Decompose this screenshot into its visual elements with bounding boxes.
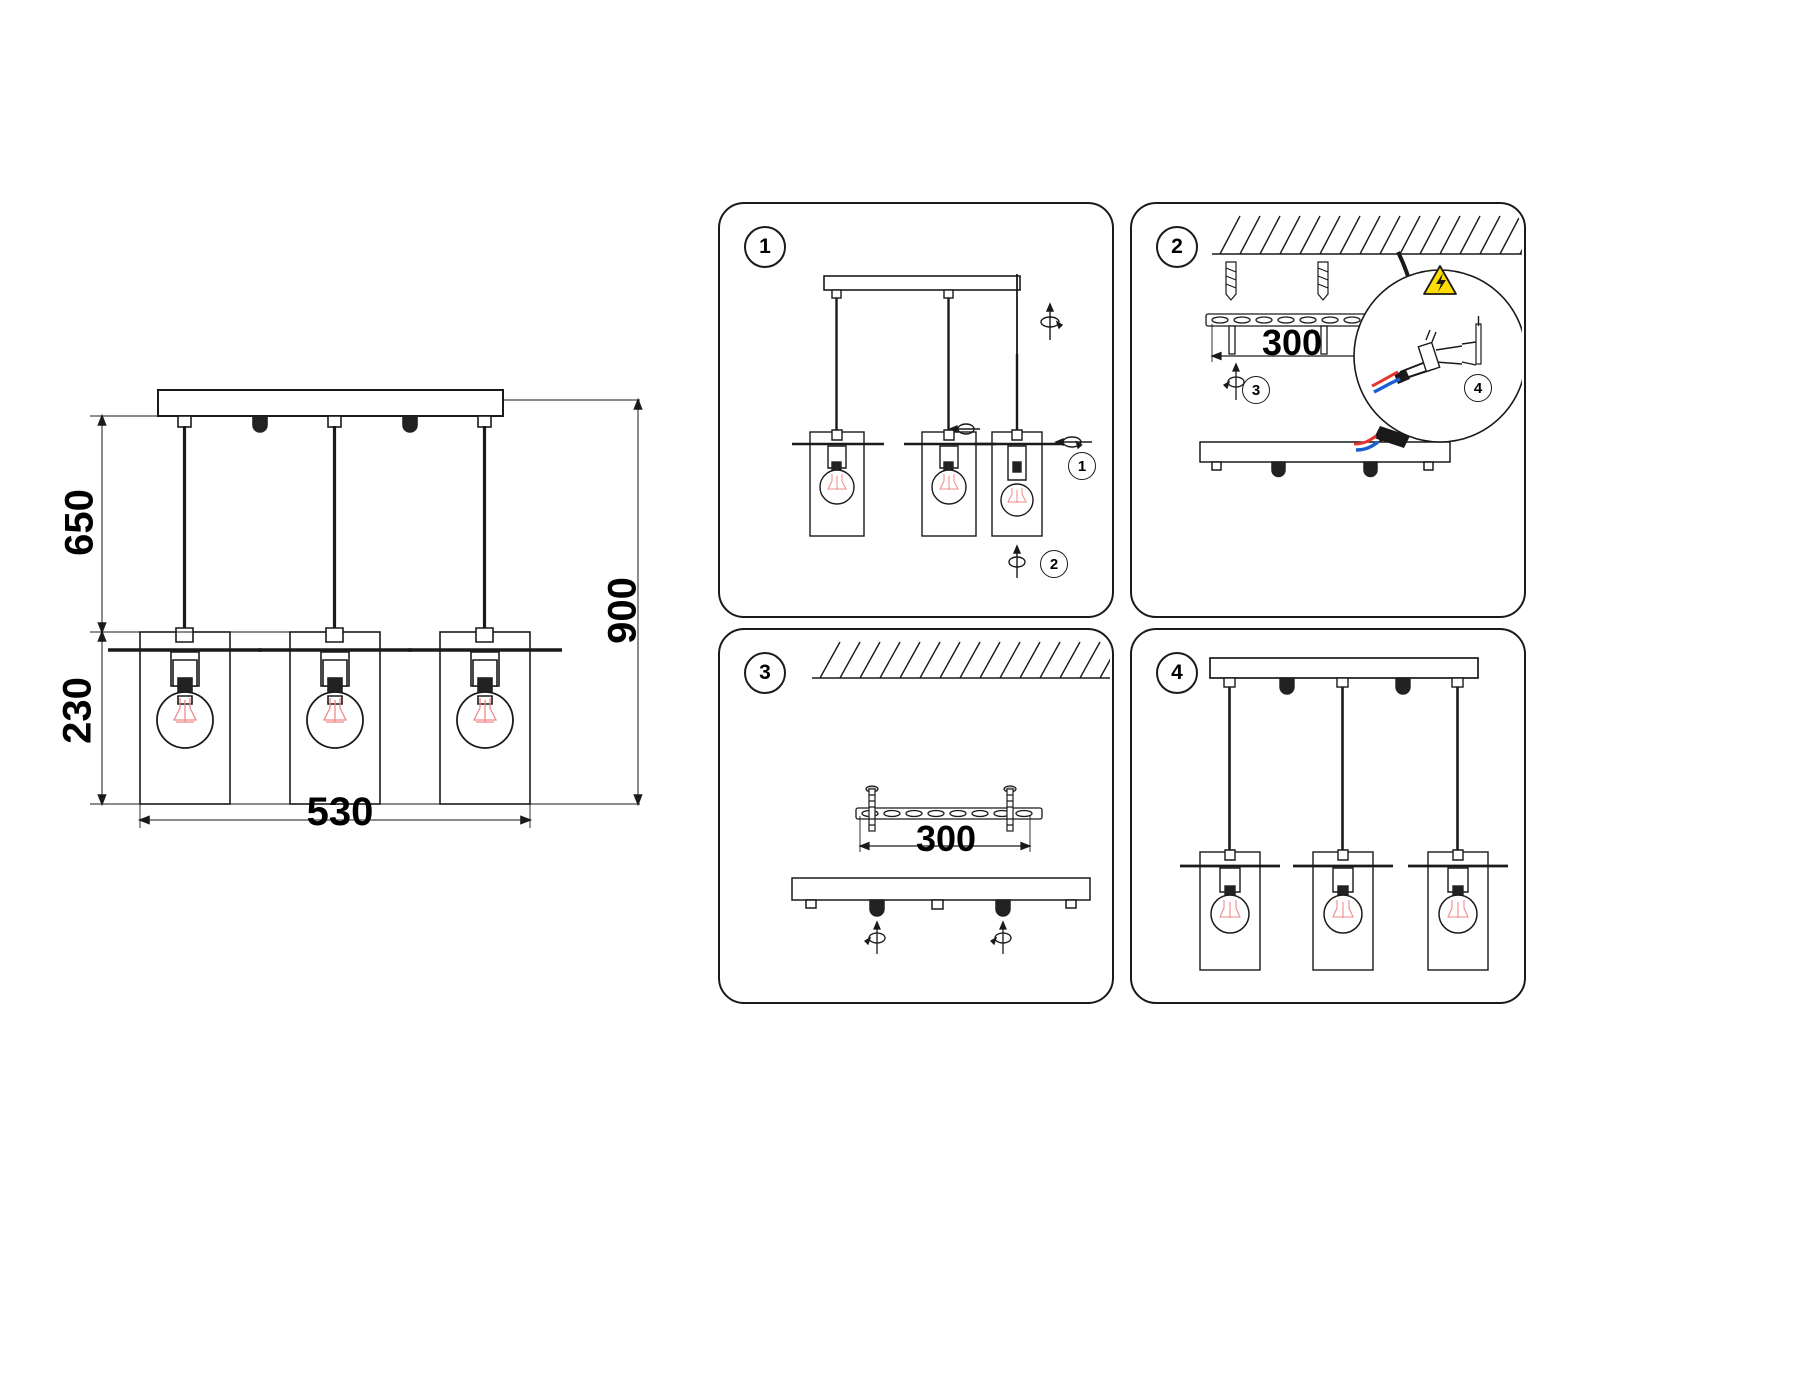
panel-4-svg (1180, 657, 1508, 971)
panel-2-dimension-300: 300 (1261, 322, 1323, 363)
panel-3-dimension-300: 300 (915, 818, 977, 859)
dimension-650: 650 (57, 489, 102, 556)
panel-step-3[interactable]: 3 (718, 628, 1114, 1004)
callout-step-1: 1 (744, 226, 786, 268)
dimension-900: 900 (600, 577, 645, 644)
panel-step-2[interactable]: 2 (1130, 202, 1526, 618)
callout-step-4: 4 (1156, 652, 1198, 694)
panel-2-sub-callout-3: 3 (1242, 376, 1270, 404)
panel-3-svg (791, 641, 1110, 954)
panel-1-svg (792, 274, 1092, 578)
panel-1-sub-callout-1: 1 (1068, 452, 1096, 480)
panel-2-sub-callout-4: 4 (1464, 374, 1492, 402)
main-elevation-svg (90, 389, 643, 828)
panel-2-svg (1199, 215, 1522, 478)
panel-step-1[interactable]: 1 (718, 202, 1114, 618)
callout-step-3: 3 (744, 652, 786, 694)
panel-1-sub-callout-2: 2 (1040, 550, 1068, 578)
panel-step-4[interactable]: 4 (1130, 628, 1526, 1004)
dimension-530: 530 (306, 790, 374, 834)
callout-step-2: 2 (1156, 226, 1198, 268)
dimension-230: 230 (55, 677, 100, 744)
